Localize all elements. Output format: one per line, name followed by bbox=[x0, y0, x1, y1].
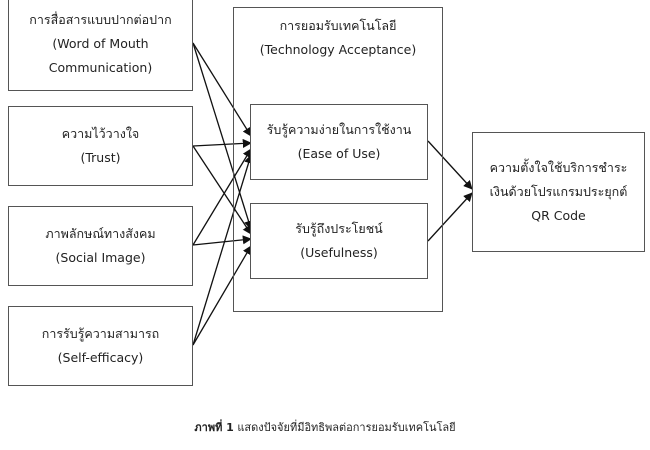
usefulness-en: (Usefulness) bbox=[300, 245, 378, 260]
factor-word-of-mouth-thai: การสื่อสารแบบปากต่อปาก bbox=[29, 11, 172, 27]
ease-of-use-en: (Ease of Use) bbox=[297, 146, 381, 161]
factor-word-of-mouth-en: (Word of Mouth bbox=[52, 35, 149, 51]
usage-intention-line1: ความตั้งใจใช้บริการชำระ bbox=[489, 160, 628, 175]
factor-self-efficacy-thai: การรับรู้ความสามารถ bbox=[41, 326, 160, 341]
factor-self-efficacy-en: (Self-efficacy) bbox=[57, 350, 144, 365]
factor-trust-thai: ความไว้วางใจ bbox=[61, 126, 140, 141]
factor-social-image: ภาพลักษณ์ทางสังคม (Social Image) bbox=[8, 206, 193, 286]
ease-of-use-box: รับรู้ความง่ายในการใช้งาน (Ease of Use) bbox=[250, 104, 428, 180]
usefulness-thai: รับรู้ถึงประโยชน์ bbox=[295, 221, 383, 236]
technology-acceptance-group bbox=[233, 7, 443, 312]
usefulness-box: รับรู้ถึงประโยชน์ (Usefulness) bbox=[250, 203, 428, 279]
arrow-useful-to-intention bbox=[427, 192, 473, 242]
arrow-ease-to-intention bbox=[427, 140, 473, 190]
technology-acceptance-en: (Technology Acceptance) bbox=[259, 42, 417, 57]
ease-of-use-thai: รับรู้ความง่ายในการใช้งาน bbox=[266, 122, 412, 137]
technology-acceptance-thai: การยอมรับเทคโนโลยี bbox=[279, 18, 397, 33]
figure-caption-label: ภาพที่ 1 bbox=[194, 421, 234, 434]
arrow-wom-to-ease bbox=[192, 42, 252, 137]
arrow-trust-to-ease bbox=[192, 138, 252, 148]
usage-intention-box: ความตั้งใจใช้บริการชำระ เงินด้วยโปรแกรมป… bbox=[472, 132, 645, 252]
factor-self-efficacy: การรับรู้ความสามารถ (Self-efficacy) bbox=[8, 306, 193, 386]
factor-social-image-thai: ภาพลักษณ์ทางสังคม bbox=[45, 226, 156, 241]
factor-social-image-en: (Social Image) bbox=[55, 250, 146, 265]
arrow-social-to-ease bbox=[192, 148, 252, 246]
arrow-selfeff-to-ease bbox=[192, 154, 253, 346]
factor-trust: ความไว้วางใจ (Trust) bbox=[8, 106, 193, 186]
arrow-trust-to-useful bbox=[192, 145, 252, 235]
technology-acceptance-title: การยอมรับเทคโนโลยี (Technology Acceptanc… bbox=[233, 14, 443, 62]
usage-intention-line3: QR Code bbox=[531, 208, 586, 223]
arrow-wom-to-useful bbox=[192, 42, 253, 230]
arrow-selfeff-to-useful bbox=[192, 245, 252, 346]
usage-intention-line2: เงินด้วยโปรแกรมประยุกต์ bbox=[489, 184, 628, 199]
arrow-social-to-useful bbox=[192, 235, 252, 246]
factor-word-of-mouth-en2: Communication) bbox=[48, 59, 153, 75]
factor-trust-en: (Trust) bbox=[80, 150, 121, 165]
figure-caption-text: แสดงปัจจัยที่มีอิทธิพลต่อการยอมรับเทคโนโ… bbox=[237, 421, 456, 434]
figure-caption: ภาพที่ 1 แสดงปัจจัยที่มีอิทธิพลต่อการยอม… bbox=[0, 420, 650, 436]
factor-word-of-mouth: การสื่อสารแบบปากต่อปาก (Word of Mouth Co… bbox=[8, 0, 193, 91]
